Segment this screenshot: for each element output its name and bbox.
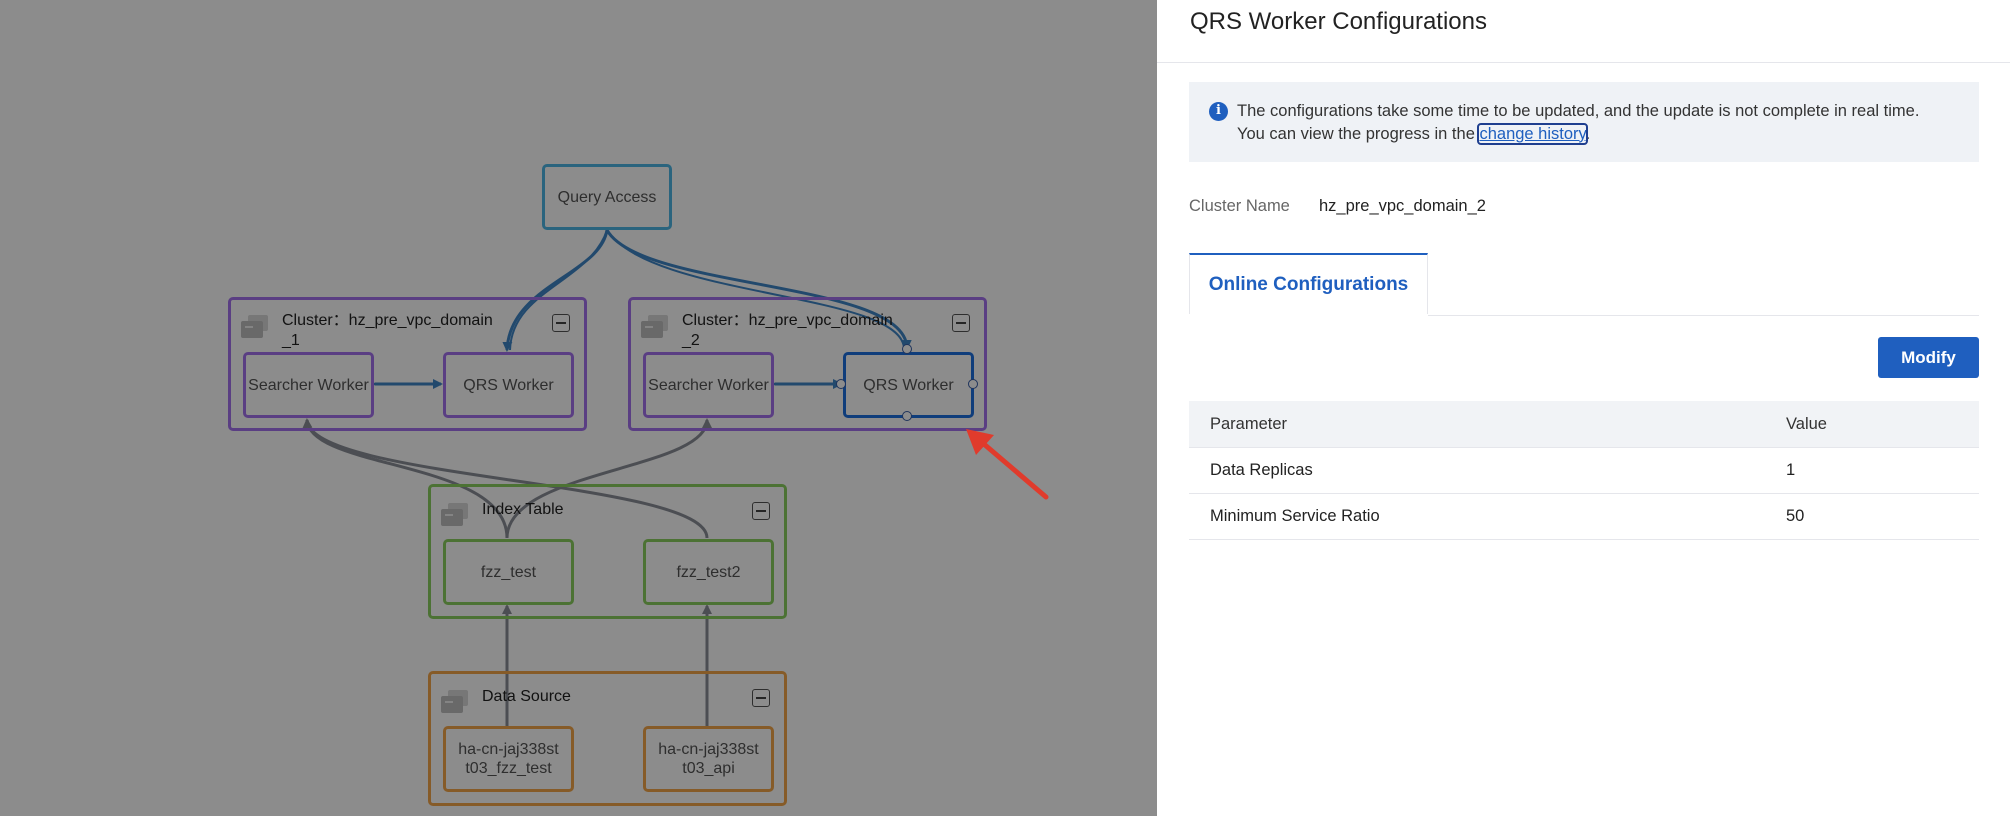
port-top[interactable] <box>902 344 912 354</box>
topology-edges <box>302 229 912 728</box>
node-searcher-worker[interactable]: Searcher Worker <box>643 352 774 418</box>
parameter-cell: Minimum Service Ratio <box>1189 493 1765 540</box>
node-index-table[interactable]: fzz_test <box>443 539 574 605</box>
column-header-parameter: Parameter <box>1189 401 1765 448</box>
change-history-link[interactable]: change history <box>1477 122 1588 145</box>
cluster-name-label: Cluster Name <box>1189 197 1290 215</box>
index-table-title: Index Table <box>482 501 564 518</box>
collapse-button[interactable] <box>752 689 770 707</box>
edge-fzztest-searcher2 <box>505 418 712 539</box>
value-cell: 50 <box>1765 493 1979 540</box>
notice-line1: The configurations take some time to be … <box>1237 102 1920 120</box>
cluster-title: Cluster：hz_pre_vpc_domain _2 <box>682 312 893 349</box>
node-data-source[interactable]: ha-cn-jaj338st t03_fzz_test <box>443 726 574 792</box>
node-qrs-worker-selected[interactable]: QRS Worker <box>843 352 974 418</box>
table-row: Data Replicas 1 <box>1189 447 1979 494</box>
node-query-access[interactable]: Query Access <box>542 164 672 230</box>
info-notice: i The configurations take some time to b… <box>1189 82 1979 162</box>
tab-active-underline-cover <box>1189 314 1428 316</box>
edge-fzztest2-searcher1 <box>305 419 709 539</box>
index-table-group[interactable]: Index Table fzz_test fzz_test2 <box>428 484 787 619</box>
node-index-table[interactable]: fzz_test2 <box>643 539 774 605</box>
info-icon: i <box>1209 102 1228 121</box>
edge-access-qrs2-b <box>606 229 905 349</box>
topology-canvas[interactable]: Query Access Cluster：hz_pre_vpc_domain _… <box>0 0 1157 816</box>
collapse-button[interactable] <box>752 502 770 520</box>
stack-icon <box>441 690 468 713</box>
stack-icon <box>641 315 668 338</box>
annotation-arrow-icon <box>966 429 1049 500</box>
table-header-row: Parameter Value <box>1189 401 1979 448</box>
parameter-cell: Data Replicas <box>1189 447 1765 494</box>
node-data-source[interactable]: ha-cn-jaj338st t03_api <box>643 726 774 792</box>
port-left[interactable] <box>836 379 846 389</box>
collapse-button[interactable] <box>952 314 970 332</box>
node-qrs-worker[interactable]: QRS Worker <box>443 352 574 418</box>
table-row: Minimum Service Ratio 50 <box>1189 493 1979 540</box>
cluster-name-row: Cluster Name hz_pre_vpc_domain_2 <box>1189 197 1486 216</box>
data-source-title: Data Source <box>482 688 571 705</box>
stack-icon <box>441 503 468 526</box>
stack-icon <box>241 315 268 338</box>
column-header-value: Value <box>1765 401 1979 448</box>
edge-access-qrs1-b <box>509 229 608 351</box>
cluster-title: Cluster：hz_pre_vpc_domain _1 <box>282 312 493 349</box>
node-searcher-worker[interactable]: Searcher Worker <box>243 352 374 418</box>
drawer-header: QRS Worker Configurations <box>1157 0 2010 63</box>
parameters-table: Parameter Value Data Replicas 1 Minimum … <box>1189 401 1979 540</box>
config-drawer: QRS Worker Configurations i The configur… <box>1157 0 2010 816</box>
cluster-group-2[interactable]: Cluster：hz_pre_vpc_domain _2 Searcher Wo… <box>628 297 987 431</box>
value-cell: 1 <box>1765 447 1979 494</box>
data-source-group[interactable]: Data Source ha-cn-jaj338st t03_fzz_test … <box>428 671 787 806</box>
notice-line2: You can view the progress in the change … <box>1237 122 1591 145</box>
drawer-title: QRS Worker Configurations <box>1190 7 1487 35</box>
cluster-name-value: hz_pre_vpc_domain_2 <box>1319 197 1486 215</box>
edge-access-qrs2 <box>605 229 912 350</box>
port-bottom[interactable] <box>902 411 912 421</box>
modify-button[interactable]: Modify <box>1878 337 1979 378</box>
port-right[interactable] <box>968 379 978 389</box>
cluster-group-1[interactable]: Cluster：hz_pre_vpc_domain _1 Searcher Wo… <box>228 297 587 431</box>
collapse-button[interactable] <box>552 314 570 332</box>
tab-online-configurations[interactable]: Online Configurations <box>1189 253 1428 315</box>
config-tabs: Online Configurations <box>1189 253 1979 316</box>
